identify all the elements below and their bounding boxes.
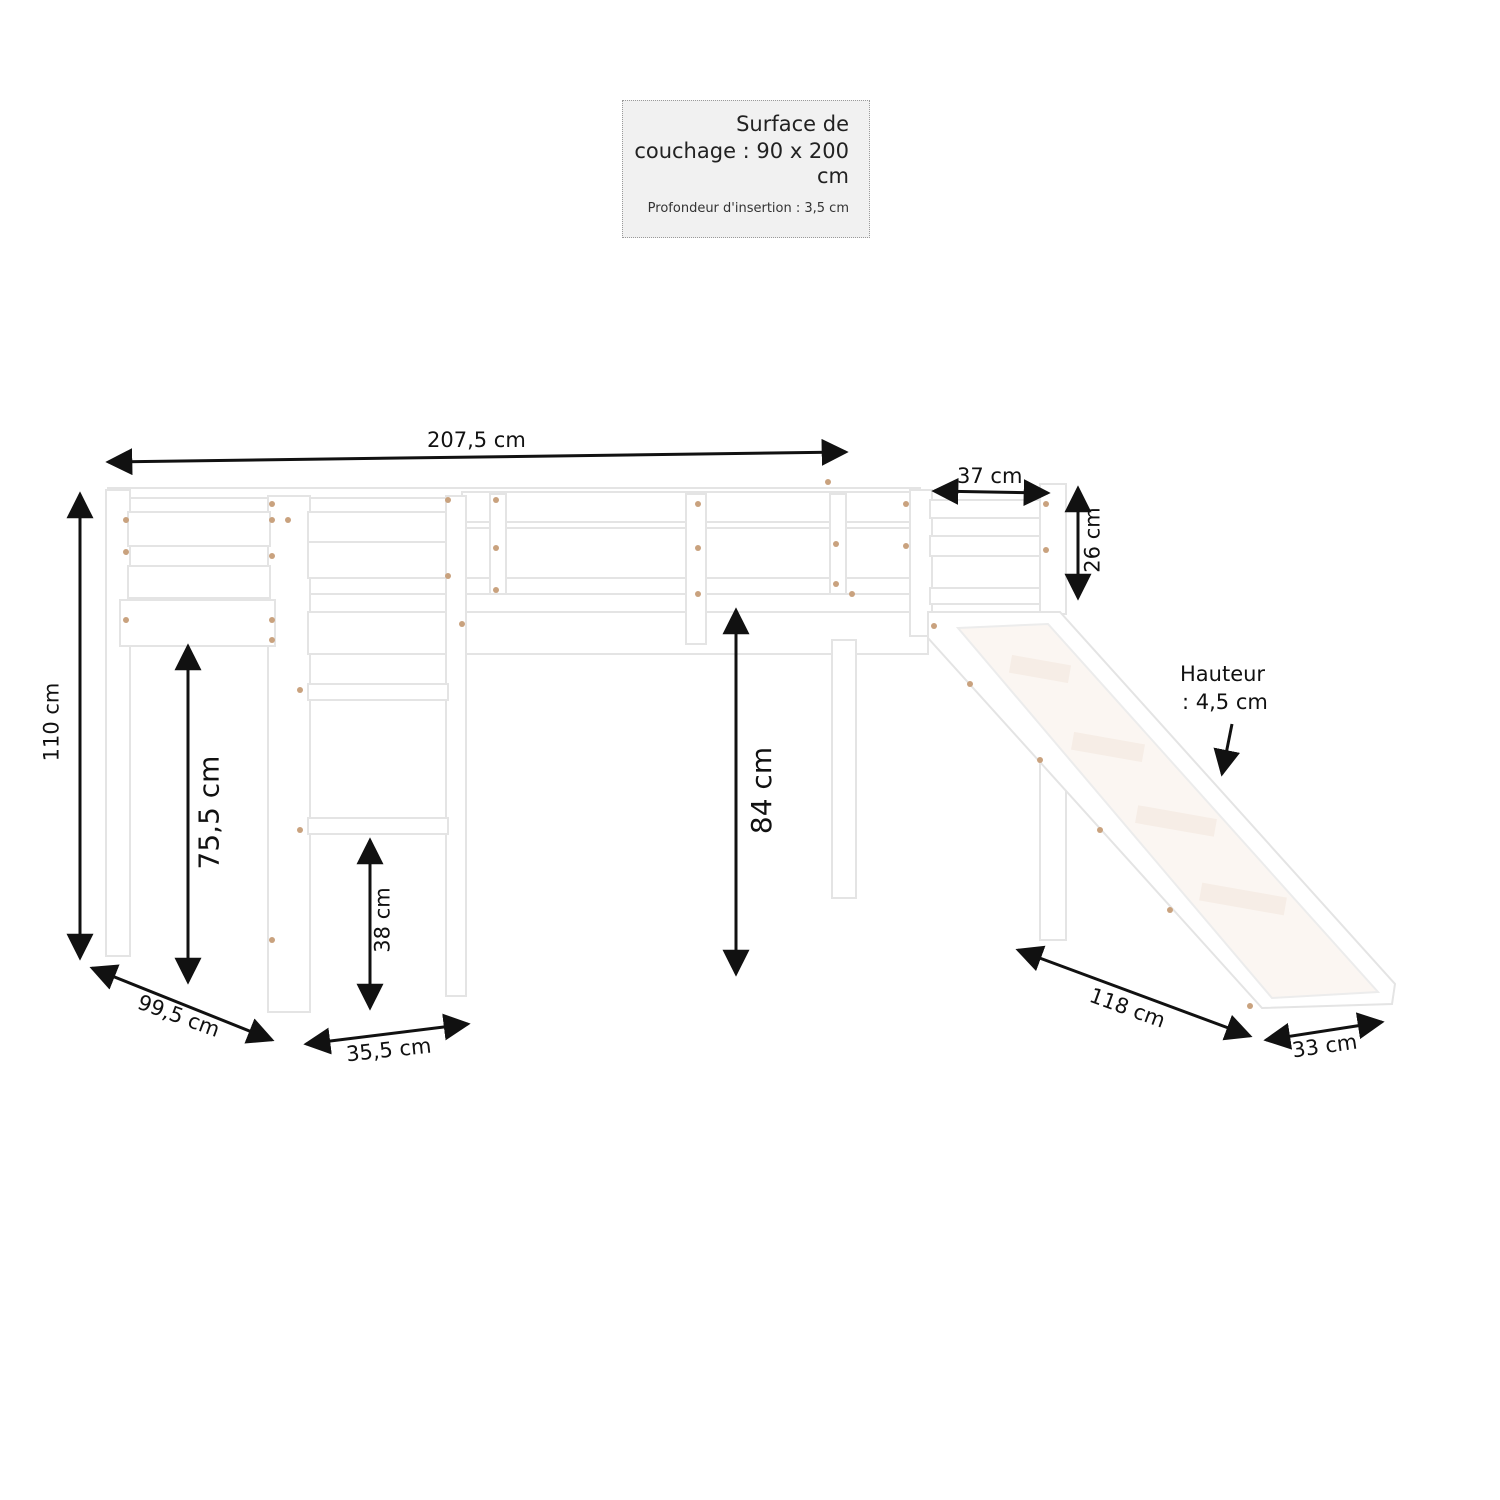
left-back-post	[105, 489, 131, 957]
center-leg	[831, 639, 857, 899]
slide-length-arrow	[1015, 945, 1253, 1041]
sleeping-surface-line-3: cm	[816, 164, 849, 188]
ladder-step-label: 38 cm	[370, 887, 395, 953]
clearance-center-label: 84 cm	[745, 746, 779, 835]
width-label: 207,5 cm	[427, 428, 526, 452]
rail-width-arrow	[931, 477, 1051, 507]
insertion-depth-note: Profondeur d'insertion : 3,5 cm	[647, 201, 849, 216]
ladder-rail	[445, 495, 467, 997]
sleeping-surface-line-2: couchage : 90 x 200	[634, 139, 849, 163]
sleeping-surface-line-1: Surface de	[736, 112, 849, 136]
height-label: 110 cm	[39, 682, 64, 762]
ladder-width-arrow	[303, 1013, 471, 1055]
depth-arrow	[89, 964, 275, 1044]
sleeping-surface-box: Surface de couchage : 90 x 200 cm Profon…	[622, 100, 870, 238]
slide-side-height-line-2: : 4,5 cm	[1182, 690, 1268, 714]
screw-dots	[123, 479, 1253, 1009]
slide-width-arrow	[1263, 1012, 1385, 1050]
slide-side-pointer-arrow	[1213, 723, 1241, 777]
rail-height-label: 26 cm	[1080, 507, 1105, 573]
left-front-post	[267, 495, 311, 1013]
width-arrow	[105, 438, 849, 476]
slide-side-height-line-1: Hauteur	[1180, 662, 1266, 686]
rail-width-label: 37 cm	[957, 464, 1023, 488]
clearance-left-label: 75,5 cm	[192, 755, 226, 870]
